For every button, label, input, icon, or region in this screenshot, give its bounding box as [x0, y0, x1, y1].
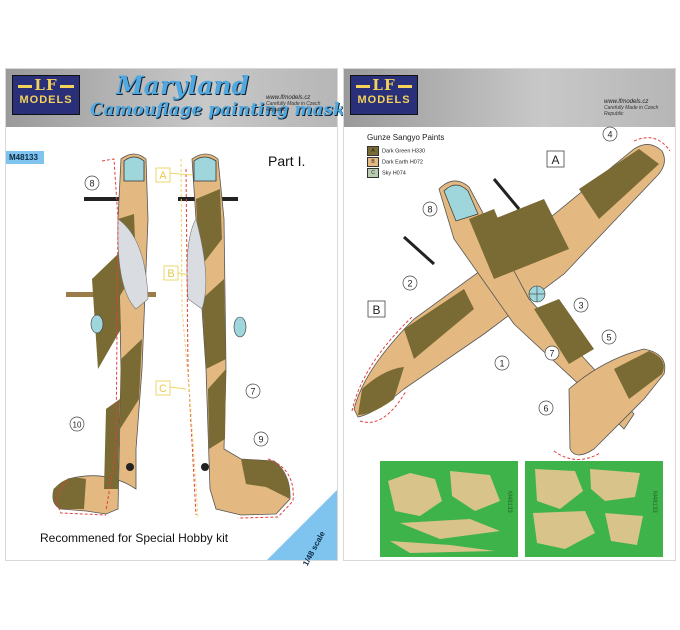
canopy-top: [443, 184, 479, 222]
mask-outline: [56, 158, 119, 516]
camo-patch: [52, 477, 86, 509]
callout-3-text: 3: [578, 301, 583, 311]
website-text: www.lfmodels.cz Carefully Made in Czech …: [266, 95, 321, 113]
camo-patch: [614, 351, 664, 399]
paints-title: Gunze Sangyo Paints: [367, 133, 445, 142]
box-b: [367, 300, 386, 318]
nacelle-left-view: [117, 218, 149, 310]
product-code-tab: M48133: [6, 151, 44, 164]
mask-guide-line: [180, 158, 199, 518]
top-view-drawing: 4 A 8 2 3 B 1 5 7 6: [351, 126, 671, 460]
callouts-left: 8 A B C 7 10 9: [69, 167, 269, 447]
box-a: [546, 150, 565, 168]
callout-7: [245, 383, 261, 399]
callout-1-text: 1: [499, 359, 504, 369]
lf-models-logo: LF MODELS: [12, 75, 80, 115]
window-right-view: [233, 316, 247, 338]
camo-patch: [120, 339, 142, 429]
callout-2: [402, 275, 418, 291]
camo-patch: [494, 199, 569, 269]
right-instruction-panel: LF MODELS www.lfmodels.cz Carefully Made…: [343, 68, 676, 561]
camo-patch: [469, 209, 519, 279]
part-label: Part I.: [268, 153, 306, 169]
callout-8-text: 8: [89, 179, 94, 189]
box-b-text: B: [167, 268, 174, 280]
canopy-right-view: [193, 156, 217, 182]
mask-outline: [351, 137, 671, 460]
mask-sheet-2: M48133: [525, 461, 663, 557]
callout-5: [601, 329, 617, 345]
canopy-left-view: [123, 156, 145, 182]
callout-7-text: 7: [549, 349, 554, 359]
svg-text:M48133: M48133: [506, 491, 512, 513]
side-views-drawing: 8 A B C 7 10 9: [52, 153, 294, 519]
callout-8: [422, 201, 438, 217]
callout-10-text: 10: [73, 421, 82, 430]
window-left-view: [90, 314, 104, 334]
camo-patch: [92, 254, 121, 369]
camo-patch: [202, 279, 226, 369]
recommended-kit-note: Recommened for Special Hobby kit: [40, 531, 229, 545]
mask-sheet-2-shapes: M48133: [533, 469, 657, 549]
callout-4: [602, 126, 618, 142]
callout-1: [494, 355, 510, 371]
callout-10: [69, 416, 85, 432]
callout-3: [573, 297, 589, 313]
propeller-top-1: [492, 178, 521, 210]
camo-patch: [579, 149, 659, 219]
callout-5-text: 5: [606, 333, 611, 343]
lf-models-logo: LF MODELS: [350, 75, 418, 115]
box-b: [163, 265, 179, 281]
propeller-left: [84, 197, 144, 201]
propeller-top-2: [402, 235, 436, 266]
product-subtitle: Camouflage painting mask: [90, 100, 345, 120]
camo-patch: [358, 367, 404, 415]
callout-7-text: 7: [250, 387, 255, 397]
box-a-text: A: [159, 170, 167, 182]
aircraft-view-left: [52, 153, 156, 516]
nacelle-right-view: [186, 218, 207, 310]
mask-sheet-1-shapes: M48133: [388, 471, 512, 553]
mask-sheet-1: M48133: [380, 461, 518, 557]
aircraft-view-right: [167, 153, 294, 519]
tail-wheel-right: [201, 463, 209, 471]
callout-6-text: 6: [543, 404, 548, 414]
svg-text:M48133: M48133: [651, 491, 657, 513]
camo-patch: [104, 399, 120, 489]
callout-4-text: 4: [607, 130, 612, 140]
tail-wheel-left: [126, 463, 134, 471]
callout-8-text: 8: [427, 205, 432, 215]
callout-9-text: 9: [258, 435, 263, 445]
left-instruction-panel: LF MODELS Maryland Camouflage painting m…: [5, 68, 345, 567]
camo-patch: [208, 369, 226, 449]
box-c-text: C: [159, 383, 167, 395]
box-a-text: A: [551, 153, 559, 167]
camo-patch: [241, 459, 291, 499]
scale-corner-tab: [267, 490, 337, 560]
camo-patch: [534, 299, 594, 364]
website-text: www.lfmodels.cz Carefully Made in Czech …: [604, 99, 659, 117]
box-b-text: B: [372, 303, 380, 317]
callout-9: [253, 431, 269, 447]
box-a: [155, 167, 171, 183]
callout-7: [544, 345, 560, 361]
callout-8: [84, 175, 100, 191]
callout-6: [538, 400, 554, 416]
mask-outline: [185, 168, 294, 519]
product-title: Maryland: [116, 71, 249, 100]
camo-patch: [404, 289, 474, 359]
callout-2-text: 2: [407, 279, 412, 289]
box-c: [155, 380, 171, 396]
